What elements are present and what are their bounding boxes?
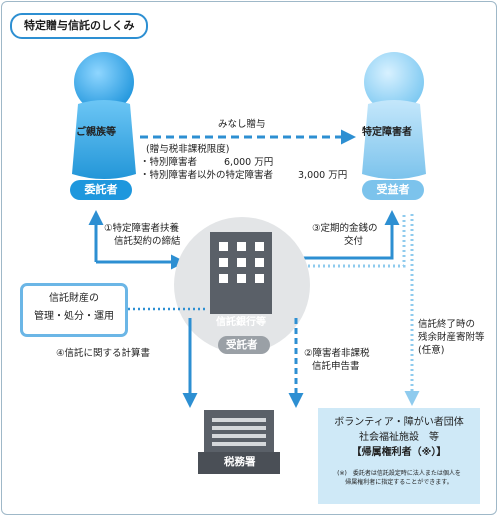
step3-arrow [298, 210, 400, 260]
left-person-role-badge: 委託者 [70, 180, 132, 200]
tax-office-icon [198, 410, 280, 474]
step1-line2: 信託契約の締結 [114, 236, 181, 247]
step4-label: ④信託に関する計算書 [56, 348, 151, 359]
left-person-icon [72, 52, 136, 179]
tax-limit-line1-label: ・特別障害者 [140, 157, 198, 168]
trust-end-line1: 信託終了時の [418, 319, 476, 330]
trust-end-line3: (任意) [418, 345, 445, 356]
trust-property-line2: 管理・処分・運用 [34, 311, 114, 322]
left-person-name: ご親族等 [76, 127, 116, 138]
beneficiary-org-line1: ボランティア・障がい者団体 [334, 417, 464, 428]
trust-property-box: 信託財産の 管理・処分・運用 [20, 283, 128, 337]
bank-name: 信託銀行等 [216, 317, 266, 328]
bank-building-icon [210, 232, 272, 314]
tax-limit-line1-amount: 6,000 万円 [224, 157, 274, 168]
step2-line2: 信託申告書 [312, 361, 360, 372]
right-person-name: 特定障害者 [362, 127, 412, 138]
right-person-icon [362, 52, 426, 179]
step3-line1: ③定期的金銭の [312, 223, 378, 234]
tax-office-label: 税務署 [224, 456, 256, 468]
beneficiary-org-line3: 【帰属権利者（※）】 [351, 447, 447, 458]
tax-limit-line2-label: ・特別障害者以外の特定障害者 [140, 170, 274, 181]
page-title: 特定贈与信託のしくみ [10, 13, 149, 39]
deemed-gift-label: みなし贈与 [218, 119, 266, 130]
beneficiary-org-note2: 帰属権利者に指定することができます。 [345, 479, 453, 486]
step1-line1: ①特定障害者扶養 [104, 223, 180, 234]
beneficiary-dotted-link [298, 214, 406, 268]
trust-property-line1: 信託財産の [49, 293, 99, 304]
trust-end-line2: 残余財産寄附等 [418, 332, 485, 343]
bank-role-badge [218, 336, 270, 354]
tax-limit-heading: (贈与税非課税限度) [146, 144, 230, 155]
beneficiary-org-note1: (※) 委託者は信託設定時に法人または個人を [337, 470, 461, 477]
beneficiary-org-box: ボランティア・障がい者団体 社会福祉施設 等 【帰属権利者（※）】 (※) 委託… [318, 408, 480, 504]
step2-line1: ②障害者非課税 [304, 348, 370, 359]
step3-line2: 交付 [344, 236, 364, 247]
bank-role: 受託者 [226, 339, 258, 351]
right-person-role-badge: 受益者 [362, 180, 424, 200]
tax-limit-line2-amount: 3,000 万円 [298, 170, 348, 181]
beneficiary-org-line2: 社会福祉施設 等 [359, 432, 439, 443]
